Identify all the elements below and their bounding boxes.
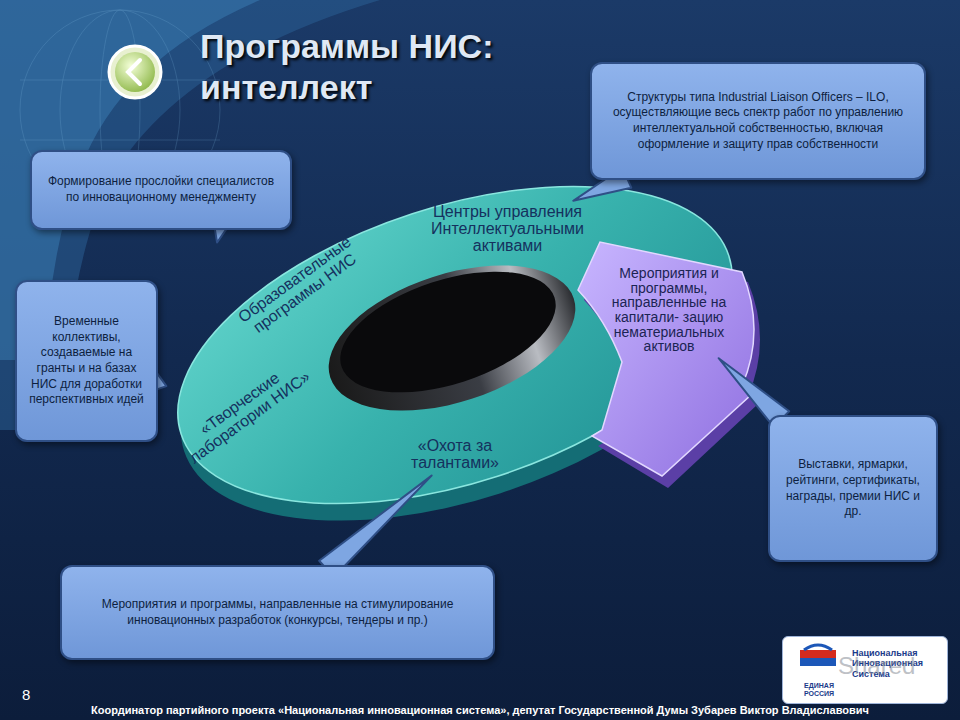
callout-box: Мероприятия и программы, направленные на…	[60, 565, 495, 660]
party-emblem	[798, 640, 838, 680]
segment-label: Мероприятия и программы, направленные на…	[596, 266, 742, 354]
callout-text: Мероприятия и программы, направленные на…	[72, 597, 483, 628]
callout-box: Временные коллективы, создаваемые на гра…	[15, 280, 158, 442]
callout-box: Структуры типа Industrial Liaison Office…	[590, 62, 926, 180]
segment-label: «Охота за талантами»	[372, 438, 538, 472]
ring-segment: «Охота за талантами»	[370, 436, 540, 474]
callout-box: Выставки, ярмарки, рейтинги, сертификаты…	[768, 415, 938, 562]
callout-text: Выставки, ярмарки, рейтинги, сертификаты…	[780, 457, 926, 519]
watermark: Shared	[838, 652, 915, 680]
segment-label: Центры управления Интеллектуальными акти…	[397, 204, 618, 254]
callout-text: Структуры типа Industrial Liaison Office…	[602, 90, 914, 152]
page-number: 8	[22, 686, 30, 703]
logo-text: ЕДИНАЯ РОССИЯ	[790, 682, 848, 697]
ring-segment: Центры управления Интеллектуальными акти…	[395, 202, 620, 256]
callout-text: Временные коллективы, создаваемые на гра…	[27, 314, 146, 408]
slide-title: Программы НИС: интеллект	[200, 26, 530, 108]
callout-box: Формирование прослойки специалистов по и…	[30, 150, 292, 230]
footer-text: Координатор партийного проекта «Национал…	[0, 704, 960, 716]
callout-text: Формирование прослойки специалистов по и…	[42, 174, 280, 205]
arrow-segment: Мероприятия и программы, направленные на…	[594, 264, 744, 356]
callout-tail	[319, 476, 431, 578]
